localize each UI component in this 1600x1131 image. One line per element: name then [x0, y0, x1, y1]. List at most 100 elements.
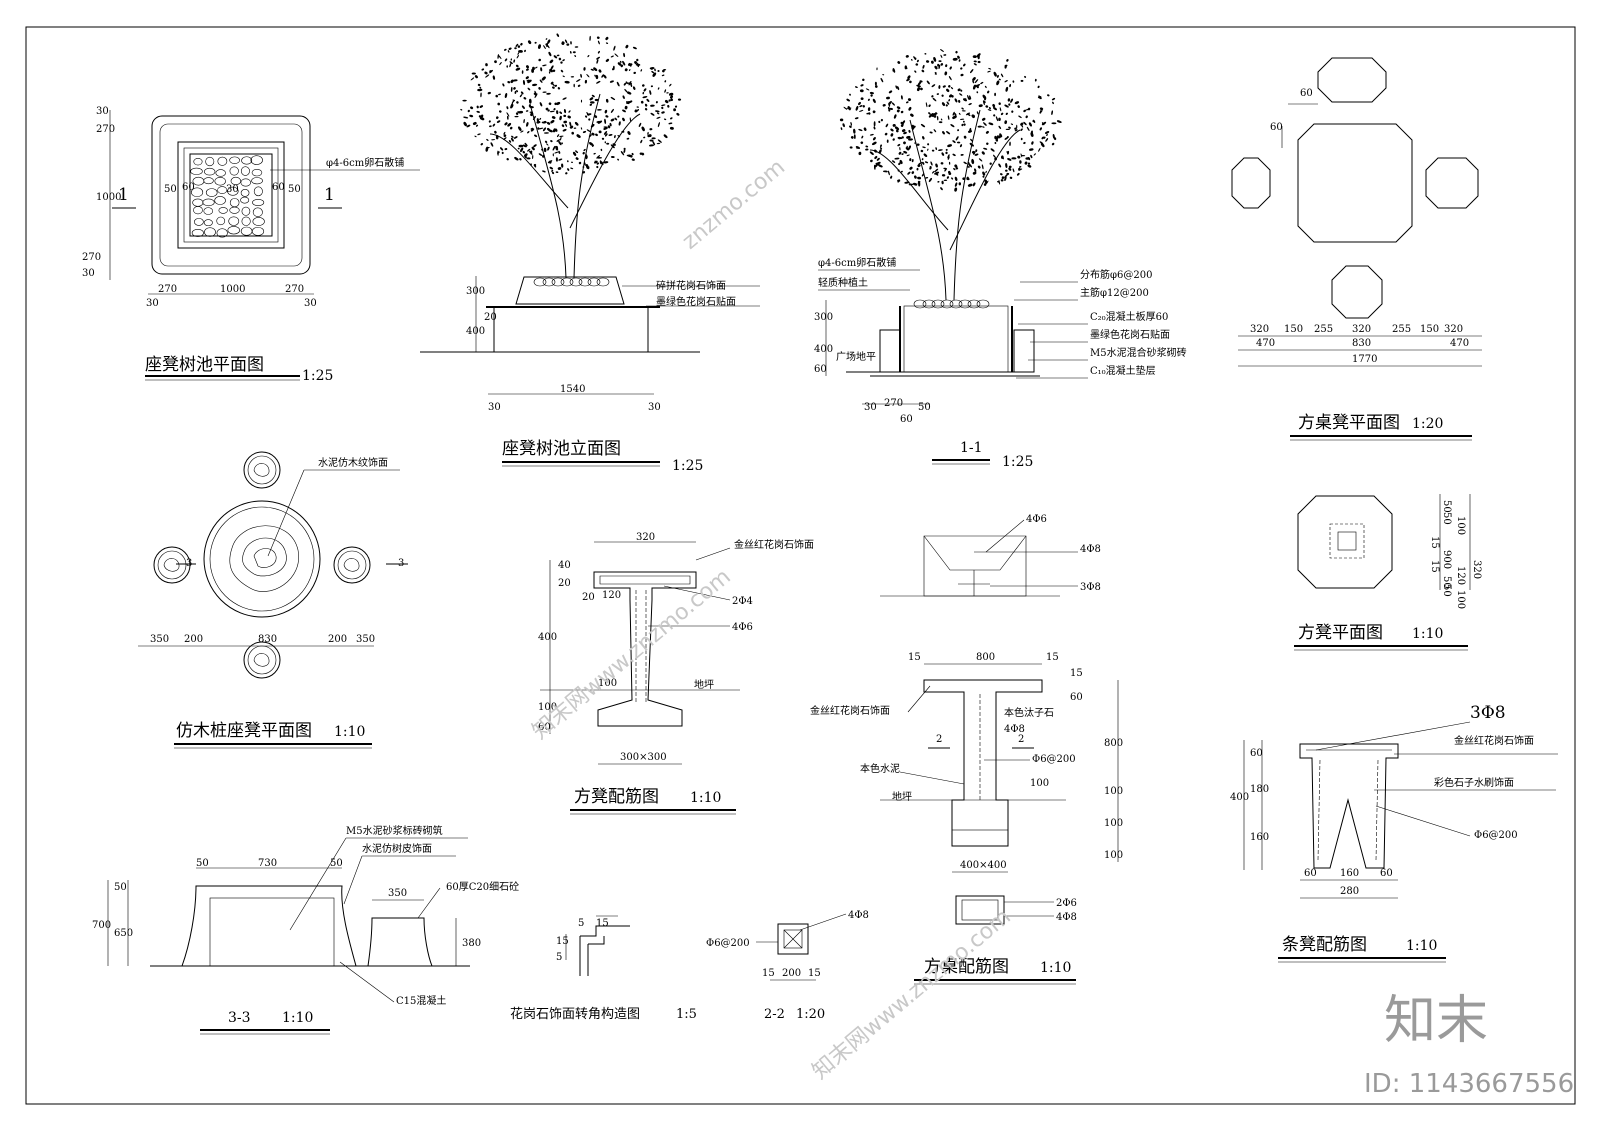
leaf	[506, 115, 509, 120]
leaf	[563, 114, 567, 118]
leaf	[566, 43, 570, 46]
leaf	[486, 138, 489, 141]
leaf	[840, 127, 843, 131]
leaf	[1017, 105, 1020, 108]
leaf	[1026, 126, 1030, 131]
leaf	[940, 49, 944, 52]
leaf	[893, 114, 897, 119]
leaf	[661, 106, 664, 110]
pebble	[240, 178, 251, 187]
leaf	[1014, 101, 1020, 105]
pebble	[949, 299, 963, 309]
leaf	[950, 87, 954, 90]
dim: 50	[1441, 584, 1452, 597]
leaf	[510, 86, 513, 92]
leaf	[656, 112, 660, 115]
leaf	[951, 95, 954, 98]
leaf	[492, 123, 496, 127]
leaf	[963, 98, 967, 102]
dim: 100	[1455, 516, 1466, 535]
section-mark-right: 1	[324, 185, 335, 205]
leaf	[1004, 137, 1009, 140]
leaf	[526, 122, 529, 127]
dim: 5	[578, 918, 584, 929]
leaf	[981, 164, 984, 170]
leaf	[969, 127, 972, 133]
dim: 15	[1046, 652, 1059, 663]
leaf	[545, 107, 549, 111]
leaf	[596, 59, 599, 64]
leaf	[971, 158, 975, 165]
leaf	[590, 123, 595, 128]
leaf	[849, 93, 851, 96]
leaf	[546, 92, 551, 95]
leaf	[934, 65, 938, 70]
leaf	[551, 169, 554, 172]
leaf	[892, 123, 896, 127]
corner-title: 花岗石饰面转角构造图	[510, 1006, 640, 1022]
leaf	[905, 55, 909, 58]
leaf	[669, 92, 674, 96]
leaf	[1004, 120, 1008, 125]
leaf	[987, 109, 992, 111]
leaf	[548, 102, 552, 106]
leaf	[509, 63, 512, 68]
leaf	[556, 54, 560, 57]
pebble	[230, 176, 241, 186]
leaf	[555, 146, 559, 148]
leaf	[562, 42, 565, 45]
leaf	[519, 158, 522, 161]
leaf	[847, 106, 851, 111]
leaf	[623, 82, 627, 86]
dim: 830	[258, 634, 277, 645]
leaf	[603, 74, 607, 79]
leaf	[1014, 127, 1017, 130]
leaf	[633, 71, 636, 75]
watermark-site: znzmo.com	[678, 155, 790, 255]
leaf	[961, 123, 964, 127]
leaf	[656, 116, 661, 119]
leaf	[1027, 162, 1031, 165]
leaf	[549, 59, 554, 64]
leaf	[517, 147, 520, 150]
section-1-1: φ4-6cm卵石散铺 轻质种植土 广场地平 分布筋φ6@200 主筋φ12@20…	[814, 49, 1187, 470]
tree-section	[839, 49, 1062, 309]
leaf	[521, 105, 525, 109]
pebble	[227, 186, 239, 196]
leaf	[916, 167, 919, 171]
stool-rebar-detail: 金丝红花岗石饰面 2Φ4 4Φ6 地坪 320 40 20 20 120 400…	[538, 532, 814, 815]
leaf	[1024, 75, 1027, 78]
leaf	[873, 126, 876, 130]
leaf	[551, 171, 555, 175]
leaf	[916, 143, 920, 146]
leaf	[524, 153, 528, 157]
leaf	[631, 158, 635, 161]
leaf	[946, 176, 949, 179]
leaf	[899, 159, 903, 165]
leaf	[1020, 122, 1024, 126]
leaf	[534, 66, 538, 69]
leaf	[916, 59, 919, 63]
leaf	[1001, 176, 1005, 180]
leaf	[865, 148, 869, 151]
dim: 350	[150, 634, 169, 645]
leaf	[567, 115, 571, 119]
dim: 50	[288, 184, 301, 195]
leaf	[527, 87, 531, 91]
leaf	[661, 111, 665, 114]
leaf	[957, 55, 960, 59]
log-ring	[337, 550, 367, 580]
leaf	[896, 106, 901, 110]
leaf	[594, 115, 598, 119]
leaf	[516, 54, 519, 59]
leaf	[908, 129, 911, 133]
leaf	[562, 75, 565, 78]
leaf	[587, 55, 590, 58]
note: 分布筋φ6@200	[1080, 268, 1152, 281]
leaf	[552, 153, 554, 157]
note: 4Φ6	[1026, 514, 1047, 525]
pebble	[958, 299, 972, 309]
leaf	[647, 131, 649, 135]
leaf	[504, 148, 508, 151]
dim: 60	[1380, 868, 1393, 879]
